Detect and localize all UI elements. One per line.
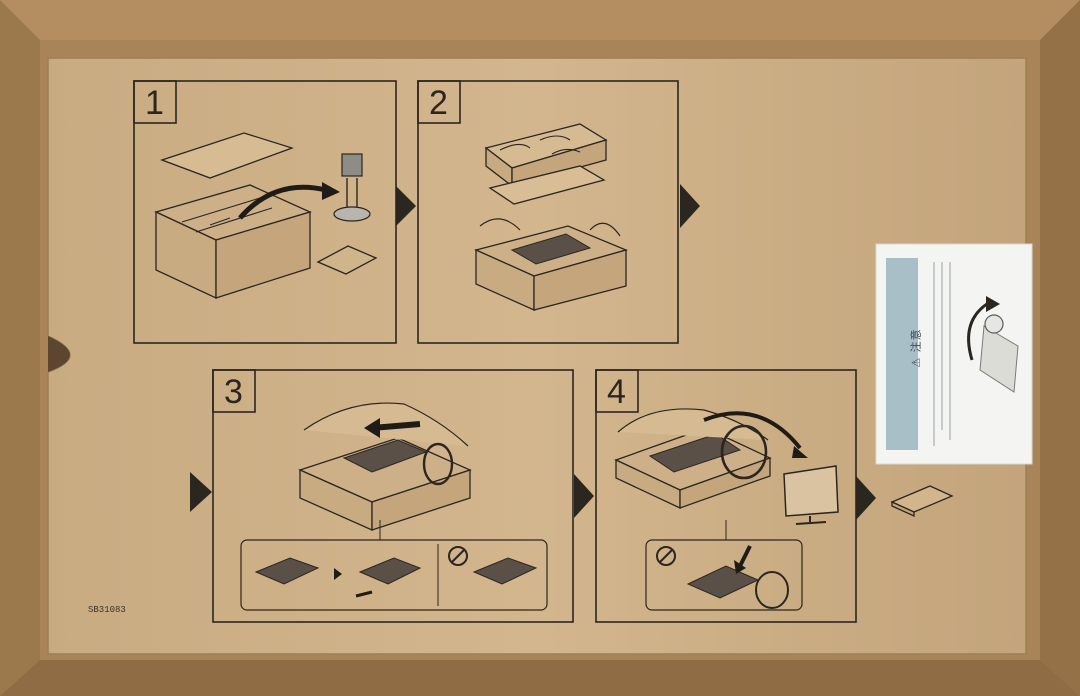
box-wall-right [1040, 0, 1080, 696]
arrow-right-5 [856, 476, 876, 520]
caution-card [875, 243, 1033, 465]
thumb-notch [48, 336, 70, 372]
step-2-number: 2 [429, 84, 448, 122]
step-2-panel [417, 80, 679, 344]
caution-label: ⚠ 注意 [909, 328, 923, 368]
box-wall-bottom [0, 660, 1080, 696]
arrow-right-1 [396, 186, 416, 226]
step-3-panel [212, 369, 574, 623]
box-wall-left [0, 0, 40, 696]
manual-illustration [890, 485, 954, 518]
arrow-right-2 [680, 184, 700, 228]
box-wall-top [0, 0, 1080, 40]
step-4-panel [595, 369, 857, 623]
step-1-panel [133, 80, 397, 344]
arrow-right-4 [574, 474, 594, 518]
arrow-right-3 [190, 472, 212, 512]
step-1-number: 1 [145, 84, 164, 122]
step-4-number: 4 [607, 373, 626, 411]
step-3-number: 3 [224, 373, 243, 411]
product-code: SB31083 [88, 605, 126, 615]
